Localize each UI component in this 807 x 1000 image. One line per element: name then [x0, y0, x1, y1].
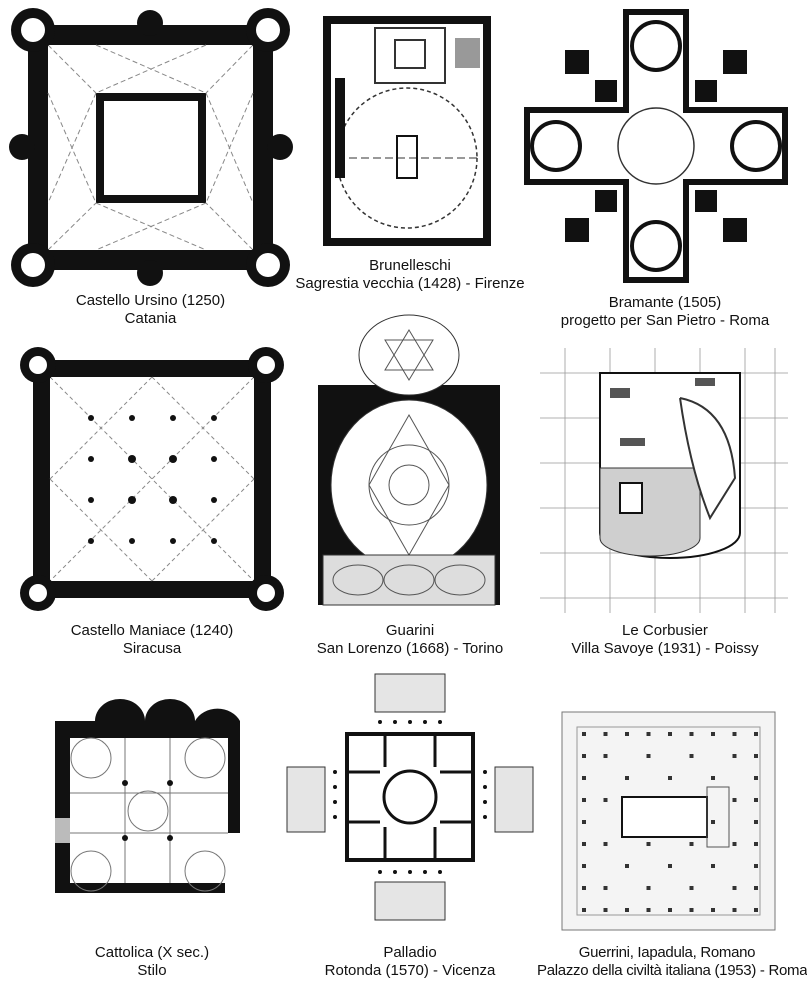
pillar — [689, 908, 694, 912]
pillar — [582, 798, 586, 802]
pillar — [582, 732, 586, 736]
caption-line-2: Sagrestia vecchia (1428) - Firenze — [295, 275, 525, 292]
pillar — [646, 886, 651, 890]
pillar — [582, 754, 586, 758]
caption-line-2: San Lorenzo (1668) - Torino — [316, 640, 504, 657]
caption-line-1: Palladio — [383, 944, 437, 961]
pillar — [689, 842, 694, 846]
caption-line-1: Le Corbusier — [622, 622, 708, 639]
caption-san-pietro: Bramante (1505) progetto per San Pietro … — [545, 294, 785, 330]
plan-san-lorenzo — [318, 305, 500, 617]
pillar — [582, 886, 586, 890]
castello-maniace-drawing — [20, 347, 284, 611]
pillar — [754, 886, 758, 890]
pillar — [754, 798, 758, 802]
pillar — [603, 798, 608, 802]
pillar — [625, 908, 629, 912]
pillar — [732, 798, 737, 802]
pillar — [668, 908, 672, 912]
caption-line-1: Guarini — [385, 622, 435, 639]
caption-line-1: Guerrini, Iapadula, Romano — [578, 944, 756, 961]
pillar — [646, 732, 651, 736]
plan-castello-ursino — [8, 5, 293, 287]
pillar — [603, 732, 608, 736]
pillar — [711, 908, 715, 912]
pillar — [582, 776, 586, 780]
pillar — [711, 776, 715, 780]
villa-savoye-drawing — [540, 348, 788, 613]
pillar — [754, 732, 758, 736]
pillar — [732, 842, 737, 846]
pillar — [603, 908, 608, 912]
pillar — [711, 864, 715, 868]
villa-rotonda-drawing — [286, 673, 534, 921]
pillar — [689, 732, 694, 736]
palazzo-civilta-drawing — [561, 711, 776, 931]
plan-cattolica — [55, 699, 245, 908]
plan-sagrestia-vecchia — [323, 16, 491, 246]
pillar — [603, 754, 608, 758]
pillar — [582, 864, 586, 868]
pillar — [732, 732, 737, 736]
plan-villa-savoye — [540, 348, 788, 613]
pillar — [754, 908, 758, 912]
caption-line-2: progetto per San Pietro - Roma — [560, 312, 770, 329]
pillar — [732, 908, 737, 912]
pillar — [582, 842, 586, 846]
plan-castello-maniace — [18, 345, 286, 613]
castello-ursino-drawing — [9, 8, 293, 287]
pillar — [582, 908, 586, 912]
san-pietro-drawing — [524, 9, 788, 283]
caption-line-1: Cattolica (X sec.) — [94, 944, 210, 961]
caption-line-2: Villa Savoye (1931) - Poissy — [571, 640, 759, 657]
pillar — [603, 886, 608, 890]
caption-line-1: Bramante (1505) — [608, 294, 722, 311]
caption-castello-maniace: Castello Maniace (1240) Siracusa — [18, 622, 286, 658]
pillar — [754, 842, 758, 846]
pillar — [646, 754, 651, 758]
pillar — [625, 776, 629, 780]
caption-villa-rotonda: Palladio Rotonda (1570) - Vicenza — [290, 944, 530, 980]
san-lorenzo-drawing — [318, 305, 500, 617]
pillar — [689, 754, 694, 758]
pillar — [668, 732, 672, 736]
plan-villa-rotonda — [285, 672, 535, 922]
pillar — [689, 886, 694, 890]
pillar — [711, 820, 715, 824]
caption-line-2: Rotonda (1570) - Vicenza — [324, 962, 496, 979]
pillar — [646, 908, 651, 912]
caption-line-2: Catania — [124, 310, 177, 327]
plan-san-pietro — [524, 9, 788, 283]
caption-line-1: Castello Ursino (1250) — [75, 292, 226, 309]
pillar — [625, 864, 629, 868]
caption-line-1: Castello Maniace (1240) — [70, 622, 234, 639]
cattolica-drawing — [55, 699, 240, 893]
caption-san-lorenzo: Guarini San Lorenzo (1668) - Torino — [290, 622, 530, 658]
pillar — [754, 776, 758, 780]
pillar — [625, 732, 629, 736]
caption-line-1: Brunelleschi — [369, 257, 451, 274]
pillar — [732, 886, 737, 890]
pillar — [754, 754, 758, 758]
pillar — [582, 820, 586, 824]
sagrestia-vecchia-drawing — [323, 16, 491, 246]
pillar — [732, 754, 737, 758]
caption-line-2: Siracusa — [122, 640, 182, 657]
pillar — [668, 864, 672, 868]
caption-sagrestia-vecchia: Brunelleschi Sagrestia vecchia (1428) - … — [290, 257, 530, 293]
caption-villa-savoye: Le Corbusier Villa Savoye (1931) - Poiss… — [545, 622, 785, 658]
caption-line-2: Palazzo della civiltà italiana (1953) - … — [537, 962, 807, 979]
caption-palazzo-civilta: Guerrini, Iapadula, Romano Palazzo della… — [537, 944, 807, 980]
pillar — [668, 776, 672, 780]
caption-line-2: Stilo — [137, 962, 167, 979]
pillar — [754, 820, 758, 824]
pillar — [603, 842, 608, 846]
caption-cattolica: Cattolica (X sec.) Stilo — [18, 944, 286, 980]
caption-castello-ursino: Castello Ursino (1250) Catania — [8, 292, 293, 328]
plan-palazzo-civilta — [561, 711, 776, 931]
pillar — [711, 732, 715, 736]
pillar — [646, 842, 651, 846]
pillar — [754, 864, 758, 868]
